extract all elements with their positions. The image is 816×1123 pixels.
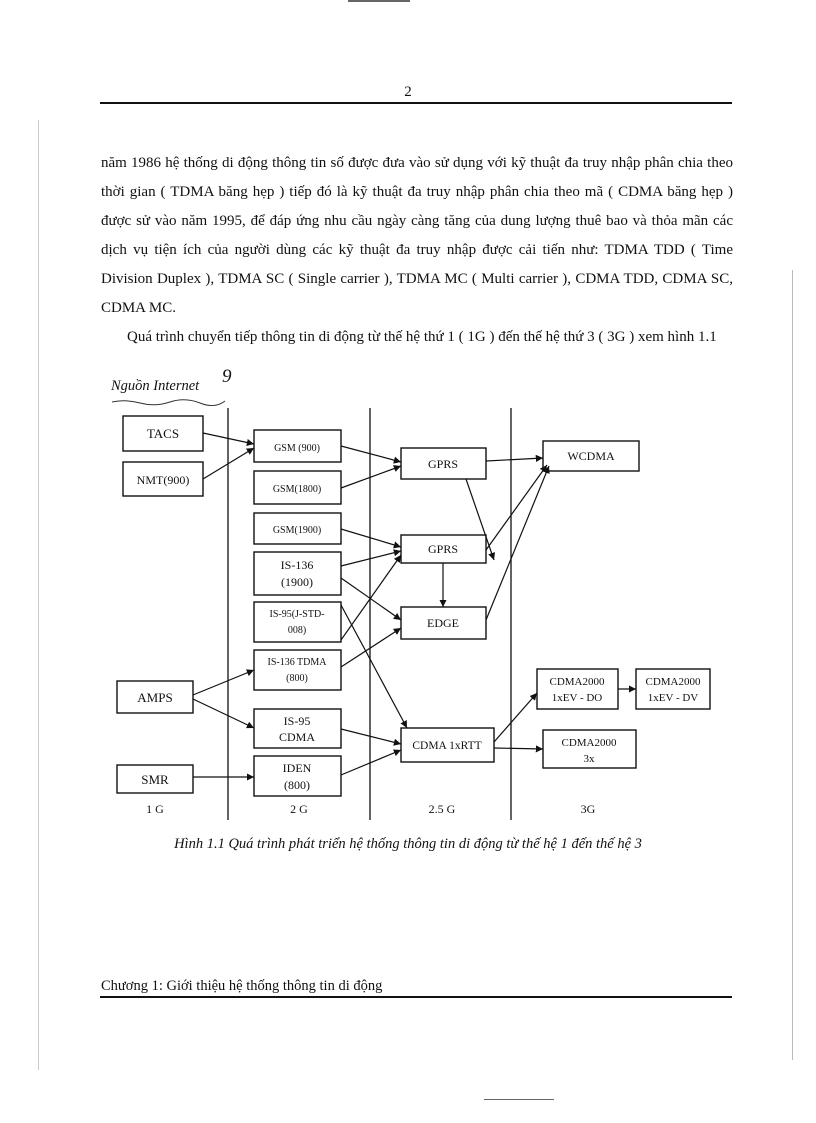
generation-dividers [227,408,512,820]
node-gsm1900 [253,512,342,545]
label-amps: AMPS [137,690,172,705]
scan-mark-left [38,120,39,1070]
label-3x-line2: 3x [584,753,596,765]
handwritten-mark: 9 [222,366,232,387]
scan-mark-top [348,0,410,2]
arrow-amps-is136tdma [192,669,255,696]
label-iden-line1: IDEN [283,761,312,775]
scan-mark-right [792,270,793,1060]
label-3x-line1: CDMA2000 [561,737,617,749]
label-is95cdma-line2: CDMA [279,730,315,744]
label-do-line1: CDMA2000 [549,676,605,688]
label-gsm1900: GSM(1900) [273,525,321,536]
scan-mark-bottom [484,1099,554,1100]
footer-rule [100,996,732,998]
footer-chapter: Chương 1: Giới thiệu hệ thống thông tin … [101,978,383,994]
label-wcdma: WCDMA [567,449,615,463]
node-gprs-top [400,447,487,480]
node-gsm1800 [253,470,342,505]
node-iden [253,755,342,797]
node-smr [116,764,194,794]
arrow-gsm1900-gprs2 [340,528,402,549]
label-gprs-mid: GPRS [428,542,458,556]
label-is95j-line1: IS-95(J-STD- [270,609,325,620]
node-gprs-mid [400,534,487,564]
source-note: Nguồn Internet [111,378,200,394]
arrow-is95j-cdma1x [340,604,408,729]
generation-label-1g: 1 G [146,802,164,816]
node-cdma2000-3x [542,729,637,769]
generation-diagram: TACS NMT(900) AMPS SMR GSM (900) GSM(180… [116,408,711,820]
label-do-line2: 1xEV - DO [552,692,603,704]
label-is95cdma-line1: IS-95 [284,714,311,728]
arrow-cdma1x-do [493,692,538,743]
arrow-gprs-cdma1x [465,478,496,561]
node-edge [400,606,487,640]
label-edge: EDGE [427,616,459,630]
node-amps [116,680,194,714]
label-gprs-top: GPRS [428,457,458,471]
arrow-iden-cdma1x [340,749,402,776]
label-cdma-1xrtt: CDMA 1xRTT [412,740,481,752]
label-is136tdma-line2: (800) [286,673,308,684]
header-rule [100,102,732,104]
label-gsm900: GSM (900) [274,443,320,454]
label-dv-line1: CDMA2000 [645,676,701,688]
node-wcdma [542,440,640,472]
node-cdma2000-do [536,668,619,710]
arrow-gsm900-gprs [340,445,402,464]
arrow-is136tdma-edge [340,627,402,668]
paragraph-1: năm 1986 hệ thống di động thông tin số đ… [101,155,733,316]
page-number: 2 [404,84,412,100]
node-gsm900 [253,429,342,463]
label-is95j-line2: 008) [288,625,306,636]
arrow-amps-is95cdma [192,698,255,729]
label-iden-line2: (800) [284,778,310,792]
handwritten-underline [111,399,226,406]
arrow-is136-edge [340,577,402,621]
arrow-cdma1x-3x [493,745,544,753]
arrow-gsm1800-gprs [340,465,402,489]
label-is136tdma-line1: IS-136 TDMA [268,657,328,668]
arrow-tacs-gsm900 [202,432,255,447]
label-is136-line2: (1900) [281,575,313,589]
arrow-is95j-gprs2 [340,554,402,641]
figure-caption: Hình 1.1 Quá trình phát triển hệ thống t… [174,836,642,852]
arrow-is136-gprs2 [340,549,402,567]
node-is136-1900 [253,551,342,596]
label-tacs: TACS [147,426,179,441]
label-smr: SMR [141,772,169,787]
generation-label-25g: 2.5 G [429,802,456,816]
label-is136-line1: IS-136 [281,558,314,572]
label-gsm1800: GSM(1800) [273,484,321,495]
generation-label-3g: 3G [581,802,596,816]
arrow-edge-wcdma [485,465,550,621]
label-dv-line2: 1xEV - DV [648,692,699,704]
paragraph-2: Quá trình chuyển tiếp thông tin di động … [127,329,717,345]
node-tacs [122,415,204,452]
arrow-gprs-wcdma [485,454,544,462]
node-is136-tdma [253,649,342,691]
arrow-nmt-gsm900 [202,447,255,480]
label-nmt: NMT(900) [137,473,190,487]
arrow-gprs2-wcdma [485,464,548,551]
body-text: năm 1986 hệ thống di động thông tin số đ… [101,149,733,352]
node-cdma-1xrtt [400,727,495,763]
generation-label-2g: 2 G [290,802,308,816]
node-is95-jstd [253,601,342,643]
node-is95-cdma [253,708,342,749]
arrow-is95cdma-cdma1x [340,728,402,746]
